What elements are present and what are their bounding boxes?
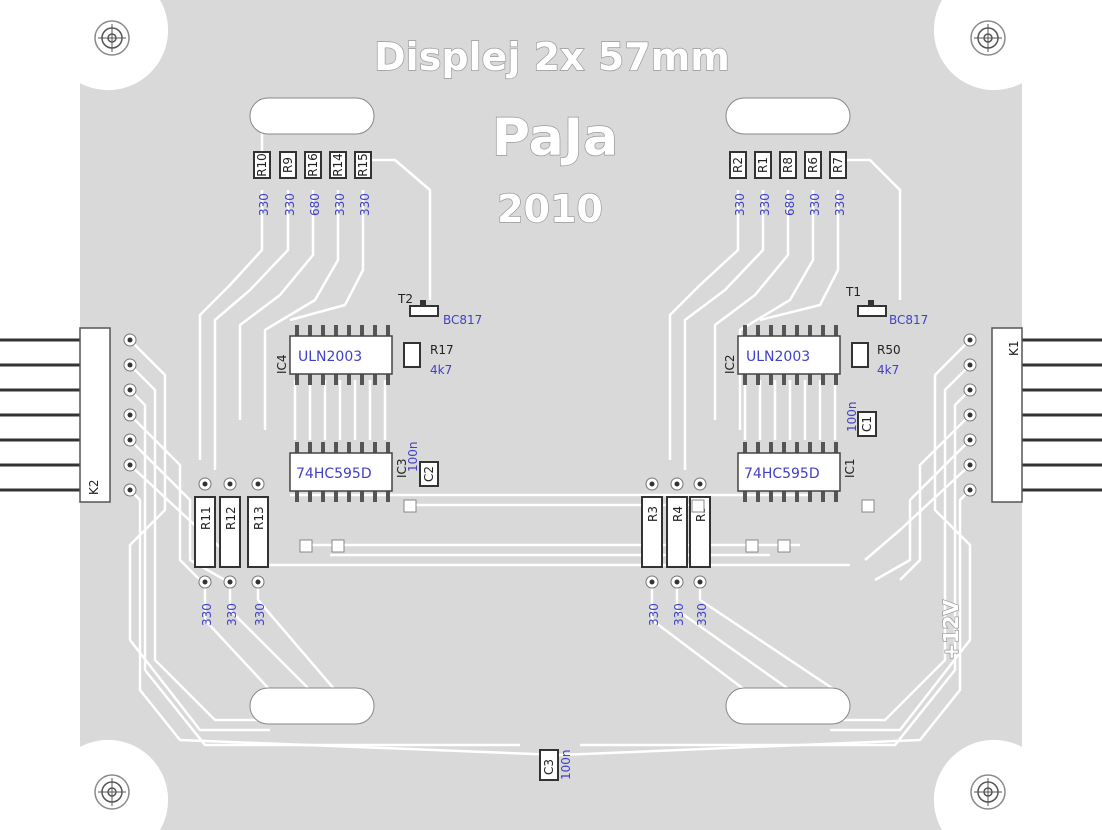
resistor-ref: R3: [646, 506, 660, 522]
title-line3: 2010: [497, 187, 603, 231]
resistor-value: 330: [733, 193, 747, 216]
capacitor-c3: C3 100n: [539, 749, 573, 781]
resistor-value: 4k7: [877, 363, 899, 377]
resistor-ref: R7: [831, 157, 845, 173]
display-header-top-left: [249, 97, 375, 135]
resistor-ref: R4: [671, 506, 685, 522]
resistor-ref: R14: [331, 153, 345, 177]
vias: [299, 499, 875, 553]
resistor-value: 4k7: [430, 363, 452, 377]
display-header-bottom-right: [725, 687, 851, 725]
resistor-value: 330: [257, 193, 271, 216]
transistor-ref: T1: [845, 285, 861, 299]
resistor-value: 330: [358, 193, 372, 216]
resistor-r17: R17 4k7: [403, 342, 454, 377]
chip-ic3: 74HC595D IC3: [289, 442, 409, 502]
chip-ic1: 74HC595D IC1: [737, 442, 857, 502]
resistor-value: 330: [283, 193, 297, 216]
transistor-type: BC817: [889, 313, 928, 327]
capacitor-ref: C3: [542, 759, 556, 775]
resistor-value: 330: [200, 603, 214, 626]
chip-ref: IC2: [723, 354, 737, 374]
chip-name: 74HC595D: [296, 466, 372, 482]
resistor-ref: R16: [306, 153, 320, 177]
capacitor-ref: C1: [860, 416, 874, 432]
resistor-value: 330: [758, 193, 772, 216]
resistor-value: 680: [308, 193, 322, 216]
resistor-ref: R1: [756, 157, 770, 173]
resistor-ref: R12: [224, 506, 238, 530]
resistor-r50: R50 4k7: [851, 342, 901, 377]
connector-k2: K2: [0, 327, 137, 503]
chip-name: 74HC595D: [744, 466, 820, 482]
resistor-value: 680: [783, 193, 797, 216]
resistor-ref: R17: [430, 343, 454, 357]
capacitor-value: 100n: [845, 401, 859, 432]
transistor-t1: T1 BC817: [845, 285, 928, 327]
connector-k1-label: K1: [1007, 340, 1021, 356]
display-header-top-right: [725, 97, 851, 135]
resistor-group-bottom-right: R3 R4 R5 330 330 330: [641, 477, 711, 626]
resistor-value: 330: [695, 603, 709, 626]
resistor-value: 330: [808, 193, 822, 216]
connector-k2-label: K2: [87, 479, 101, 495]
resistor-ref: R10: [255, 153, 269, 177]
transistor-t2: T2 BC817: [397, 292, 482, 327]
title-line2: PaJa: [492, 108, 618, 168]
resistor-ref: R6: [806, 157, 820, 173]
mounting-hole-icon: [94, 20, 130, 56]
resistor-group-top-left: R10 R9 R16 R14 R15 330 330 680 330 330: [253, 151, 372, 216]
resistor-ref: R15: [356, 153, 370, 177]
transistor-ref: T2: [397, 292, 413, 306]
resistor-group-top-right: R2 R1 R8 R6 R7 330 330 680 330 330: [729, 151, 847, 216]
resistor-value: 330: [672, 603, 686, 626]
resistor-group-bottom-left: R11 R12 R13 330 330 330: [194, 477, 269, 626]
resistor-value: 330: [253, 603, 267, 626]
resistor-ref: R9: [281, 157, 295, 173]
power-label: +12V: [939, 599, 963, 660]
display-header-bottom-left: [249, 687, 375, 725]
traces: [128, 114, 972, 757]
mounting-hole-icon: [970, 20, 1006, 56]
transistor-type: BC817: [443, 313, 482, 327]
chip-name: ULN2003: [746, 349, 810, 365]
resistor-ref: R11: [199, 506, 213, 530]
chip-ic2: ULN2003 IC2: [723, 325, 841, 385]
resistor-value: 330: [333, 193, 347, 216]
resistor-value: 330: [833, 193, 847, 216]
chip-ref: IC3: [395, 458, 409, 478]
connector-k1: K1: [963, 327, 1102, 503]
chip-name: ULN2003: [298, 349, 362, 365]
resistor-value: 330: [225, 603, 239, 626]
resistor-ref: R13: [252, 506, 266, 530]
resistor-ref: R50: [877, 343, 901, 357]
resistor-value: 330: [647, 603, 661, 626]
capacitor-ref: C2: [422, 466, 436, 482]
resistor-ref: R2: [731, 157, 745, 173]
capacitor-c2: C2 100n: [406, 441, 439, 487]
capacitor-value: 100n: [559, 749, 573, 780]
mounting-hole-icon: [94, 774, 130, 810]
chip-ic4: ULN2003 IC4: [275, 325, 393, 385]
chip-ref: IC4: [275, 354, 289, 374]
chip-ref: IC1: [843, 458, 857, 478]
title-line1: Displej 2x 57mm: [374, 35, 730, 79]
capacitor-value: 100n: [406, 441, 420, 472]
capacitor-c1: C1 100n: [845, 401, 877, 437]
resistor-ref: R8: [781, 157, 795, 173]
mounting-hole-icon: [970, 774, 1006, 810]
